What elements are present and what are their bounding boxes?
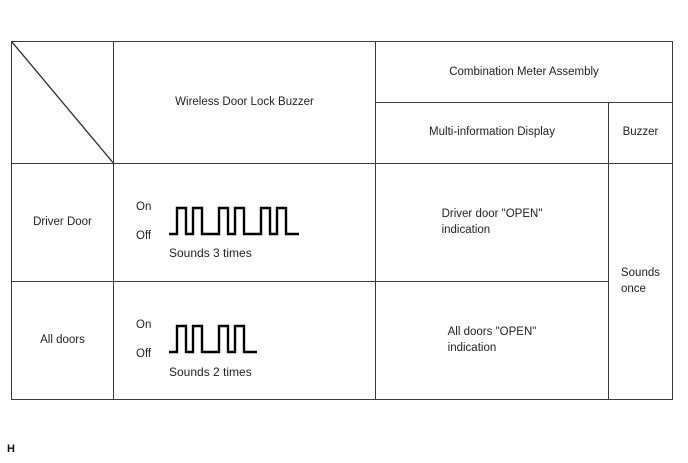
- row-display-indication-driver-door: Driver door "OPEN" indication: [375, 162, 609, 282]
- waveform-axis-labels: On Off: [136, 320, 151, 360]
- header-wireless-door-lock-buzzer: Wireless Door Lock Buzzer: [113, 41, 376, 164]
- waveform-all-doors-icon: [169, 325, 257, 354]
- buzzer-merged-cell: Sounds once: [608, 162, 673, 401]
- table-row: Driver Door On Off Sounds 3 times: [11, 162, 673, 401]
- waveform-driver-door-icon: [169, 207, 299, 236]
- row-waveform-driver-door: On Off Sounds 3 times: [113, 162, 376, 282]
- header-combination-meter-assembly: Combination Meter Assembly: [375, 41, 673, 103]
- row-condition-driver-door: Driver Door: [11, 162, 114, 282]
- header-buzzer: Buzzer: [608, 101, 673, 164]
- row-condition-all-doors: All doors: [11, 280, 114, 401]
- row-display-indication-all-doors: All doors "OPEN" indication: [375, 280, 609, 401]
- waveform-off-label: Off: [136, 229, 152, 242]
- buzzer-sounds-once-text: Sounds once: [620, 266, 660, 296]
- figure-corner-mark: H: [7, 443, 16, 455]
- waveform-on-label: On: [136, 201, 152, 214]
- corner-cell: [11, 41, 114, 164]
- waveform-caption-driver-door: Sounds 3 times: [169, 246, 252, 261]
- display-indication-text: All doors "OPEN" indication: [447, 325, 537, 355]
- waveform-axis-labels: On Off: [136, 202, 151, 242]
- diagonal-slash-icon: [12, 42, 113, 163]
- table-header-row-2: Multi-information Display Buzzer: [12, 101, 673, 164]
- display-indication-text: Driver door "OPEN" indication: [441, 207, 543, 237]
- buzzer-operation-table: Wireless Door Lock Buzzer Combination Me…: [11, 41, 673, 401]
- header-multi-information-display: Multi-information Display: [375, 101, 609, 164]
- table-row: All doors On Off Sounds 2 times: [11, 280, 673, 401]
- waveform-off-label: Off: [136, 347, 152, 360]
- table-header-row-1: Wireless Door Lock Buzzer Combination Me…: [11, 41, 673, 164]
- row-waveform-all-doors: On Off Sounds 2 times: [113, 280, 376, 401]
- waveform-caption-all-doors: Sounds 2 times: [169, 364, 252, 379]
- waveform-on-label: On: [136, 319, 152, 332]
